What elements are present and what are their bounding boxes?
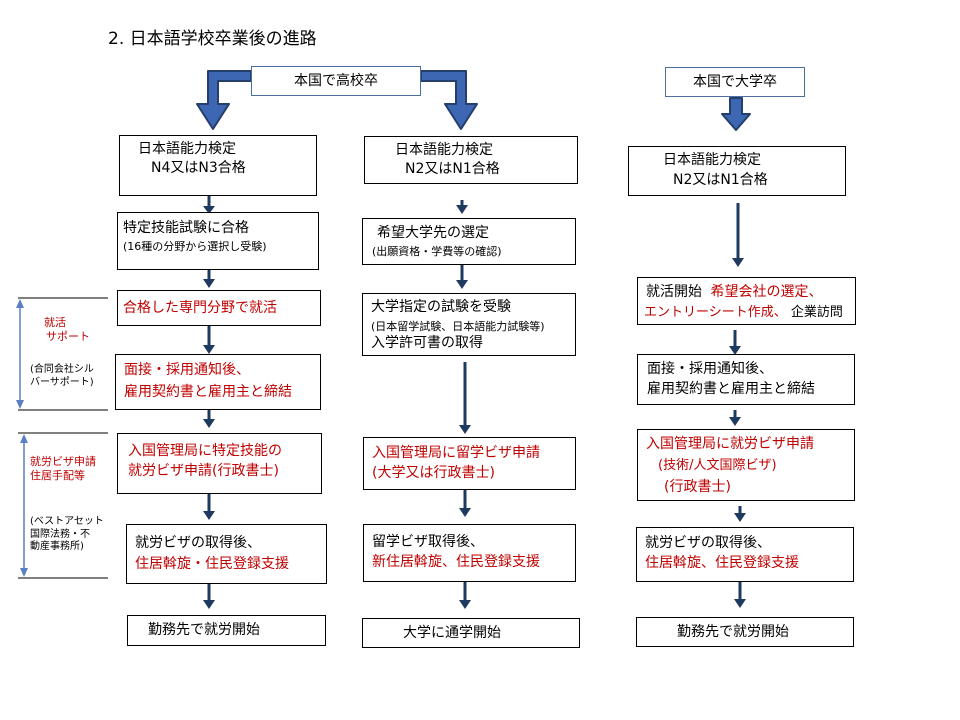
left-final-box: 勤務先で就労開始 — [127, 615, 326, 646]
left-visa-box: 入国管理局に特定技能の 就労ビザ申請(行政書士) — [117, 433, 322, 494]
start-university: 本国で大学卒 — [665, 67, 805, 97]
side-note-line: (合同会社シル — [30, 364, 94, 375]
left-jlpt-box: 日本語能力検定 N4又はN3合格 — [119, 135, 317, 196]
box-text: 希望大学先の選定 — [377, 225, 489, 241]
box-text: 入国管理局に特定技能の — [128, 443, 282, 459]
right-interview-box: 面接・採用通知後、 雇用契約書と雇用主と締結 — [637, 354, 855, 405]
box-text: 面接・採用通知後、 — [124, 362, 250, 378]
box-text: 勤務先で就労開始 — [677, 624, 789, 640]
left-skill-test-box: 特定技能試験に合格 (16種の分野から選択し受験) — [117, 212, 319, 270]
middle-jlpt-box: 日本語能力検定 N2又はN1合格 — [364, 136, 578, 184]
box-text: (出願資格・学費等の確認) — [372, 245, 502, 258]
box-text: 日本語能力検定 — [663, 152, 761, 168]
right-jlpt-box: 日本語能力検定 N2又はN1合格 — [628, 146, 846, 196]
box-text: (行政書士) — [664, 479, 731, 495]
box-text: N2又はN1合格 — [673, 172, 768, 188]
box-text: 雇用契約書と雇用主と締結 — [124, 384, 292, 400]
box-text: 合格した専門分野で就活 — [123, 300, 277, 316]
side-note-line: サポート — [46, 329, 90, 343]
connector-arrowhead — [734, 599, 746, 608]
right-job-hunt-box: 就活開始 希望会社の選定、 エントリーシート作成、 企業訪問 — [637, 277, 856, 325]
box-text: N4又はN3合格 — [151, 160, 246, 176]
side-note-line: (ベストアセット — [30, 516, 104, 527]
big-arrow-right — [420, 70, 478, 130]
right-after-visa-box: 就労ビザの取得後、 住居斡旋、住民登録支援 — [636, 527, 854, 582]
connector-arrowhead — [203, 206, 215, 214]
box-text: (大学又は行政書士) — [372, 465, 495, 481]
box-text: 入国管理局に就労ビザ申請 — [646, 436, 814, 452]
connector-arrowhead — [732, 258, 744, 267]
right-visa-box: 入国管理局に就労ビザ申請 (技術/人文国際ビザ) (行政書士) — [637, 429, 855, 501]
box-text: 面接・採用通知後、 — [647, 361, 773, 377]
side-note-line: 就労ビザ申請 — [30, 455, 96, 468]
left-job-hunt-box: 合格した専門分野で就活 — [117, 290, 321, 326]
connector-arrowhead — [456, 205, 468, 214]
box-text: 新住居斡旋、住民登録支援 — [372, 554, 540, 570]
box-text: 雇用契約書と雇用主と締結 — [647, 381, 815, 397]
middle-visa-box: 入国管理局に留学ビザ申請 (大学又は行政書士) — [363, 437, 576, 490]
side-note-support: 就活 サポート — [44, 316, 90, 344]
middle-exam-box: 大学指定の試験を受験 (日本留学試験、日本語能力試験等) 入学許可書の取得 — [362, 293, 576, 356]
connector-arrowhead — [459, 425, 471, 434]
start-university-label: 本国で大学卒 — [693, 74, 777, 90]
middle-choose-univ-box: 希望大学先の選定 (出願資格・学費等の確認) — [362, 218, 576, 265]
box-text: 日本語能力検定 — [395, 142, 493, 158]
box-text: 留学ビザ取得後、 — [372, 534, 484, 550]
box-text: N2又はN1合格 — [405, 161, 500, 177]
start-high-school: 本国で高校卒 — [251, 66, 421, 96]
connector-arrowhead — [456, 280, 468, 289]
box-text: (技術/人文国際ビザ) — [658, 458, 777, 473]
side-note-support-provider: (合同会社シル バーサポート) — [30, 364, 94, 389]
big-arrow-down-right — [721, 97, 751, 131]
left-interview-box: 面接・採用通知後、 雇用契約書と雇用主と締結 — [115, 354, 321, 410]
bracket-arrowhead — [20, 568, 28, 577]
connector-arrowhead — [203, 279, 215, 288]
box-text: 大学指定の試験を受験 — [371, 299, 511, 315]
connector-arrowhead — [729, 346, 741, 355]
connector-arrowhead — [203, 345, 215, 354]
bracket-arrowhead — [16, 400, 24, 409]
box-text: 住居斡旋・住民登録支援 — [135, 556, 289, 572]
side-note-line: バーサポート) — [30, 376, 94, 388]
box-text: (16種の分野から選択し受験) — [123, 240, 267, 253]
left-after-visa-box: 就労ビザの取得後、 住居斡旋・住民登録支援 — [126, 524, 327, 584]
big-arrow-left — [196, 70, 252, 130]
side-note-visa-housing: 就労ビザ申請 住居手配等 — [30, 455, 96, 483]
middle-after-visa-box: 留学ビザ取得後、 新住居斡旋、住民登録支援 — [363, 524, 576, 582]
box-text: エントリーシート作成、 — [644, 305, 787, 320]
box-text: 住居斡旋、住民登録支援 — [645, 555, 799, 571]
side-note-line: 就活 — [44, 316, 66, 329]
box-text: (日本留学試験、日本語能力試験等) — [371, 320, 545, 333]
connector-arrowhead — [459, 508, 471, 517]
connector-arrowhead — [734, 513, 746, 522]
side-note-line: 住居手配等 — [30, 468, 85, 482]
right-final-box: 勤務先で就労開始 — [636, 617, 854, 647]
box-text: 就労ビザの取得後、 — [645, 535, 771, 551]
connector-arrowhead — [203, 511, 215, 520]
box-text: 勤務先で就労開始 — [148, 622, 260, 638]
side-note-line: 動産事務所) — [30, 541, 84, 552]
middle-final-box: 大学に通学開始 — [362, 618, 580, 648]
bracket-arrowhead — [16, 299, 24, 308]
box-text: 大学に通学開始 — [403, 625, 501, 641]
connector-arrowhead — [203, 600, 215, 609]
side-note-line: 国際法務・不 — [30, 528, 90, 540]
box-text: 入国管理局に留学ビザ申請 — [372, 445, 540, 461]
box-text: 就労ビザの取得後、 — [135, 535, 261, 551]
connector-arrowhead — [729, 417, 741, 426]
box-text: 日本語能力検定 — [138, 141, 236, 157]
page-title: 2. 日本語学校卒業後の進路 — [108, 29, 317, 49]
box-text: 企業訪問 — [790, 305, 843, 320]
box-text: 特定技能試験に合格 — [123, 220, 249, 236]
box-text: 希望会社の選定、 — [710, 284, 823, 300]
start-high-school-label: 本国で高校卒 — [294, 73, 378, 89]
box-text: 就活開始 — [646, 284, 702, 300]
bracket-arrowhead — [20, 434, 28, 443]
box-text: 入学許可書の取得 — [371, 335, 483, 351]
connector-arrowhead — [203, 419, 215, 428]
connector-arrowhead — [459, 600, 471, 609]
side-note-visa-provider: (ベストアセット 国際法務・不 動産事務所) — [30, 516, 104, 554]
box-text: 就労ビザ申請(行政書士) — [128, 463, 279, 479]
